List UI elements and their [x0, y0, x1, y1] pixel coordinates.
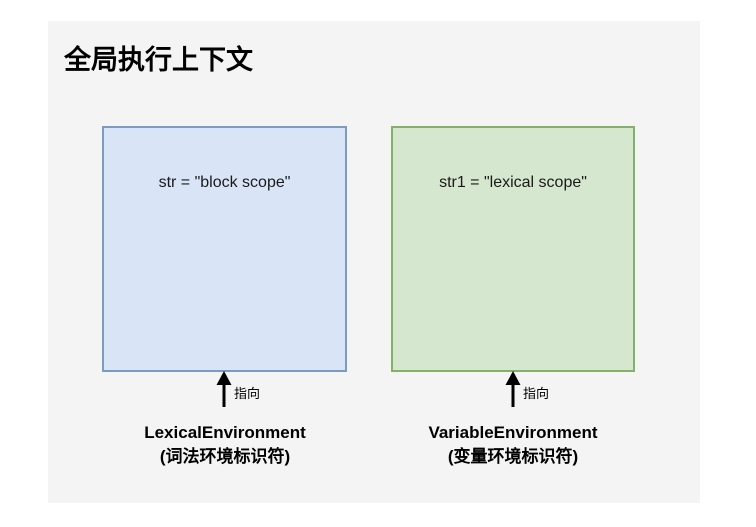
variable-pointer-arrow-group: 指向: [453, 371, 573, 411]
variable-environment-label: VariableEnvironment (变量环境标识符): [383, 421, 643, 469]
variable-environment-box: str1 = "lexical scope": [391, 126, 635, 372]
page-title: 全局执行上下文: [64, 45, 253, 75]
arrow-up-icon: [505, 371, 521, 407]
variable-pointer-arrow-caption: 指向: [523, 386, 550, 401]
lexical-environment-box-text: str = "block scope": [158, 174, 291, 191]
lexical-pointer-arrow-group: 指向: [164, 371, 284, 411]
variable-environment-box-text: str1 = "lexical scope": [439, 174, 587, 191]
lexical-environment-label-line1: LexicalEnvironment: [144, 423, 306, 442]
lexical-pointer-arrow-caption: 指向: [234, 386, 261, 401]
variable-environment-label-line1: VariableEnvironment: [428, 423, 598, 442]
variable-environment-label-line2: (变量环境标识符): [447, 447, 579, 466]
lexical-environment-box: str = "block scope": [102, 126, 347, 372]
lexical-environment-label: LexicalEnvironment (词法环境标识符): [95, 421, 355, 469]
lexical-environment-label-line2: (词法环境标识符): [159, 447, 291, 466]
arrow-up-icon: [216, 371, 232, 407]
